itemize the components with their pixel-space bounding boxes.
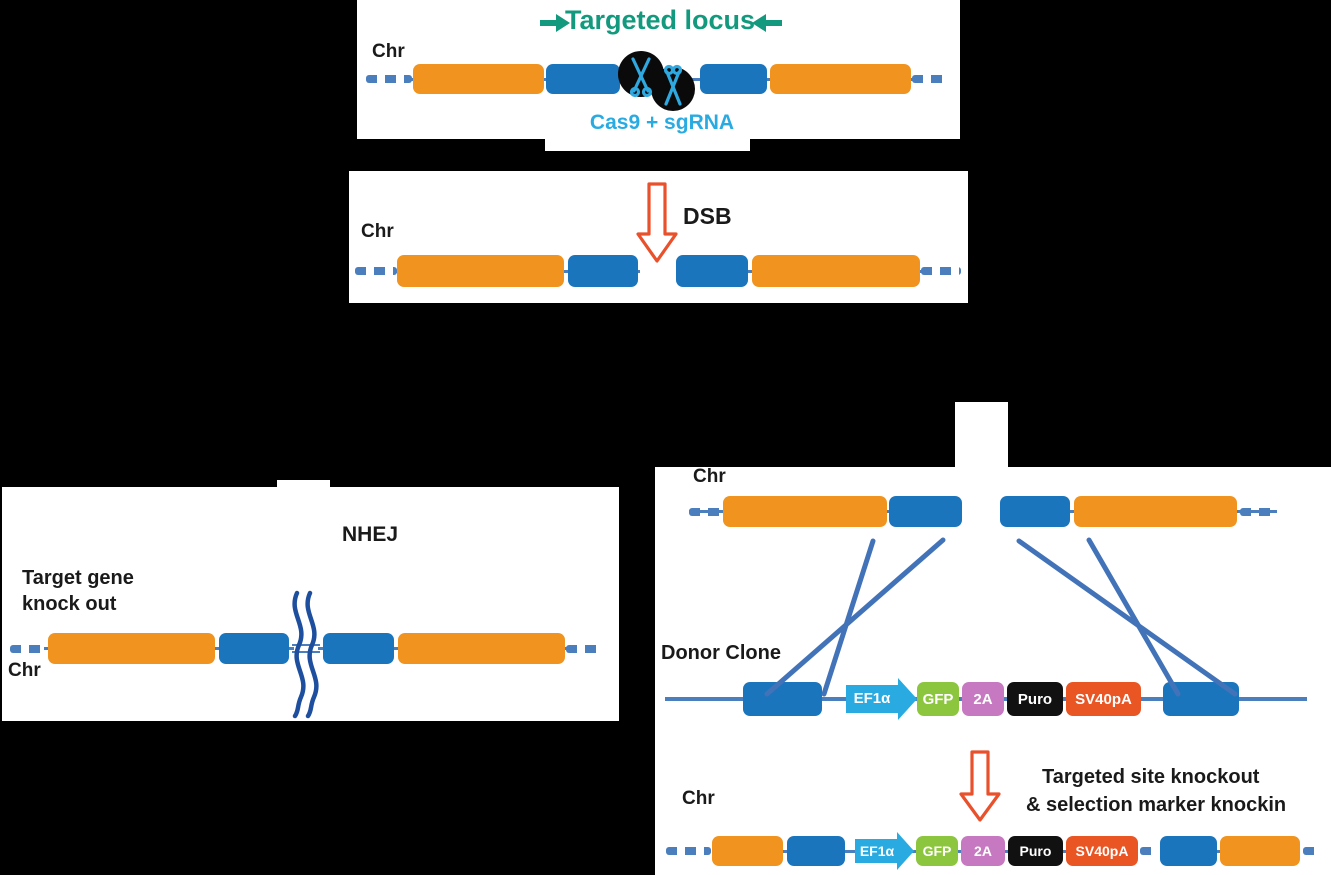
result-label-line2: & selection marker knockin — [1026, 794, 1287, 816]
chr-label-nhej: Chr — [8, 660, 41, 681]
title-arrow-right-icon — [540, 14, 570, 32]
chr-label-hdr-bottom: Chr — [682, 788, 715, 809]
ef1a-donor-label: EF1α — [853, 690, 891, 708]
donor-clone-construct-segment-vermilion: SV40pA — [1066, 682, 1141, 716]
crossover-line — [764, 537, 946, 697]
chromosome-knockin-result-segment-blue — [1160, 836, 1217, 866]
crossover-line — [1086, 537, 1181, 697]
targeted-locus-title: Targeted locus — [564, 5, 756, 35]
dsb-label: DSB — [683, 203, 732, 229]
chr-label-top: Chr — [372, 41, 405, 62]
chromosome-dsb-segment-orange — [397, 255, 564, 287]
crossover-lines — [764, 537, 1238, 697]
chromosome-hdr-top-segment-orange — [723, 496, 887, 527]
knockin-arrow-icon — [959, 750, 1001, 822]
chromosome-knockin-result-segment-blue — [787, 836, 845, 866]
chromosome-dsb-dashes — [355, 267, 397, 275]
nhej-break — [292, 590, 320, 719]
chromosome-knockin-result-dashes — [1303, 847, 1317, 855]
chromosome-targeted-locus-segment-orange — [770, 64, 911, 94]
donor-clone-construct-segment-orchid: 2A — [962, 682, 1004, 716]
donor-clone-construct-segment-blue — [743, 682, 822, 716]
chromosome-nhej-dashes — [10, 644, 45, 653]
chromosome-dsb-segment-orange — [752, 255, 920, 287]
panel-hdr — [655, 467, 1331, 875]
chromosome-knockin-result-dashes — [666, 847, 711, 855]
chromosome-nhej-segment-orange — [48, 633, 215, 664]
chromosome-targeted-locus-segment-blue — [546, 64, 620, 94]
chromosome-hdr-top-segment-orange — [1074, 496, 1237, 527]
squiggle-break-icon — [292, 590, 306, 719]
chromosome-dsb-dashes — [921, 267, 961, 275]
chromosome-knockin-result-segment-black_box: Puro — [1008, 836, 1063, 866]
chr-label-dsb: Chr — [361, 221, 394, 242]
chromosome-hdr-top-dashes — [1240, 507, 1276, 516]
result-label-line1: Targeted site knockout — [1042, 766, 1260, 788]
chromosome-nhej-segment-blue — [323, 633, 394, 664]
chromosome-hdr-top-dashes — [689, 507, 722, 516]
chromosome-hdr-top-segment-blue — [1000, 496, 1070, 527]
chromosome-knockin-result-segment-orange — [1220, 836, 1300, 866]
chromosome-targeted-locus-dashes — [912, 75, 946, 83]
chromosome-knockin-result-dashes — [1140, 847, 1158, 855]
panel-nhej — [2, 487, 619, 721]
target-gene-knockout-line2: knock out — [22, 593, 117, 615]
chromosome-knockin-result-segment-vermilion: SV40pA — [1066, 836, 1138, 866]
crossover-line — [821, 538, 876, 697]
chromosome-nhej-dashes — [566, 644, 604, 653]
chromosome-knockin-result-segment-green: GFP — [916, 836, 958, 866]
cas9-sgrna-label: Cas9 + sgRNA — [589, 111, 735, 134]
ef1a-promoter-arrow-donor — [846, 678, 917, 720]
donor-clone-construct-segment-green: GFP — [917, 682, 959, 716]
squiggle-break-icon — [305, 590, 319, 719]
chromosome-knockin-result-segment-orchid: 2A — [961, 836, 1005, 866]
donor-clone-construct-segment-black_box: Puro — [1007, 682, 1063, 716]
dsb-arrow-icon — [636, 182, 678, 263]
chromosome-knockin-result-segment-orange — [712, 836, 783, 866]
target-gene-knockout-line1: Target gene — [22, 567, 134, 589]
panel-nhej-tab — [277, 480, 330, 488]
chromosome-nhej-segment-orange — [398, 633, 565, 664]
panel-hdr-tab — [955, 402, 1008, 468]
panel-targeted-locus-tab — [545, 138, 750, 151]
chromosome-nhej-segment-blue — [219, 633, 289, 664]
ef1a-final-label: EF1α — [859, 842, 895, 859]
chromosome-targeted-locus-segment-blue — [700, 64, 767, 94]
chromosome-dsb-segment-blue — [568, 255, 638, 287]
chromosome-hdr-top-segment-blue — [889, 496, 962, 527]
chr-label-hdr-top: Chr — [693, 466, 726, 487]
crossover-line — [1016, 538, 1238, 697]
donor-clone-label: Donor Clone — [661, 642, 781, 664]
title-arrow-left-icon — [752, 14, 782, 32]
ef1a-promoter-arrow-final — [855, 832, 914, 870]
chromosome-dsb-segment-blue — [676, 255, 748, 287]
nhej-label: NHEJ — [341, 523, 399, 546]
cas9-scissors-icon — [618, 51, 695, 111]
chromosome-targeted-locus-dashes — [366, 75, 412, 83]
chromosome-targeted-locus-segment-orange — [413, 64, 544, 94]
